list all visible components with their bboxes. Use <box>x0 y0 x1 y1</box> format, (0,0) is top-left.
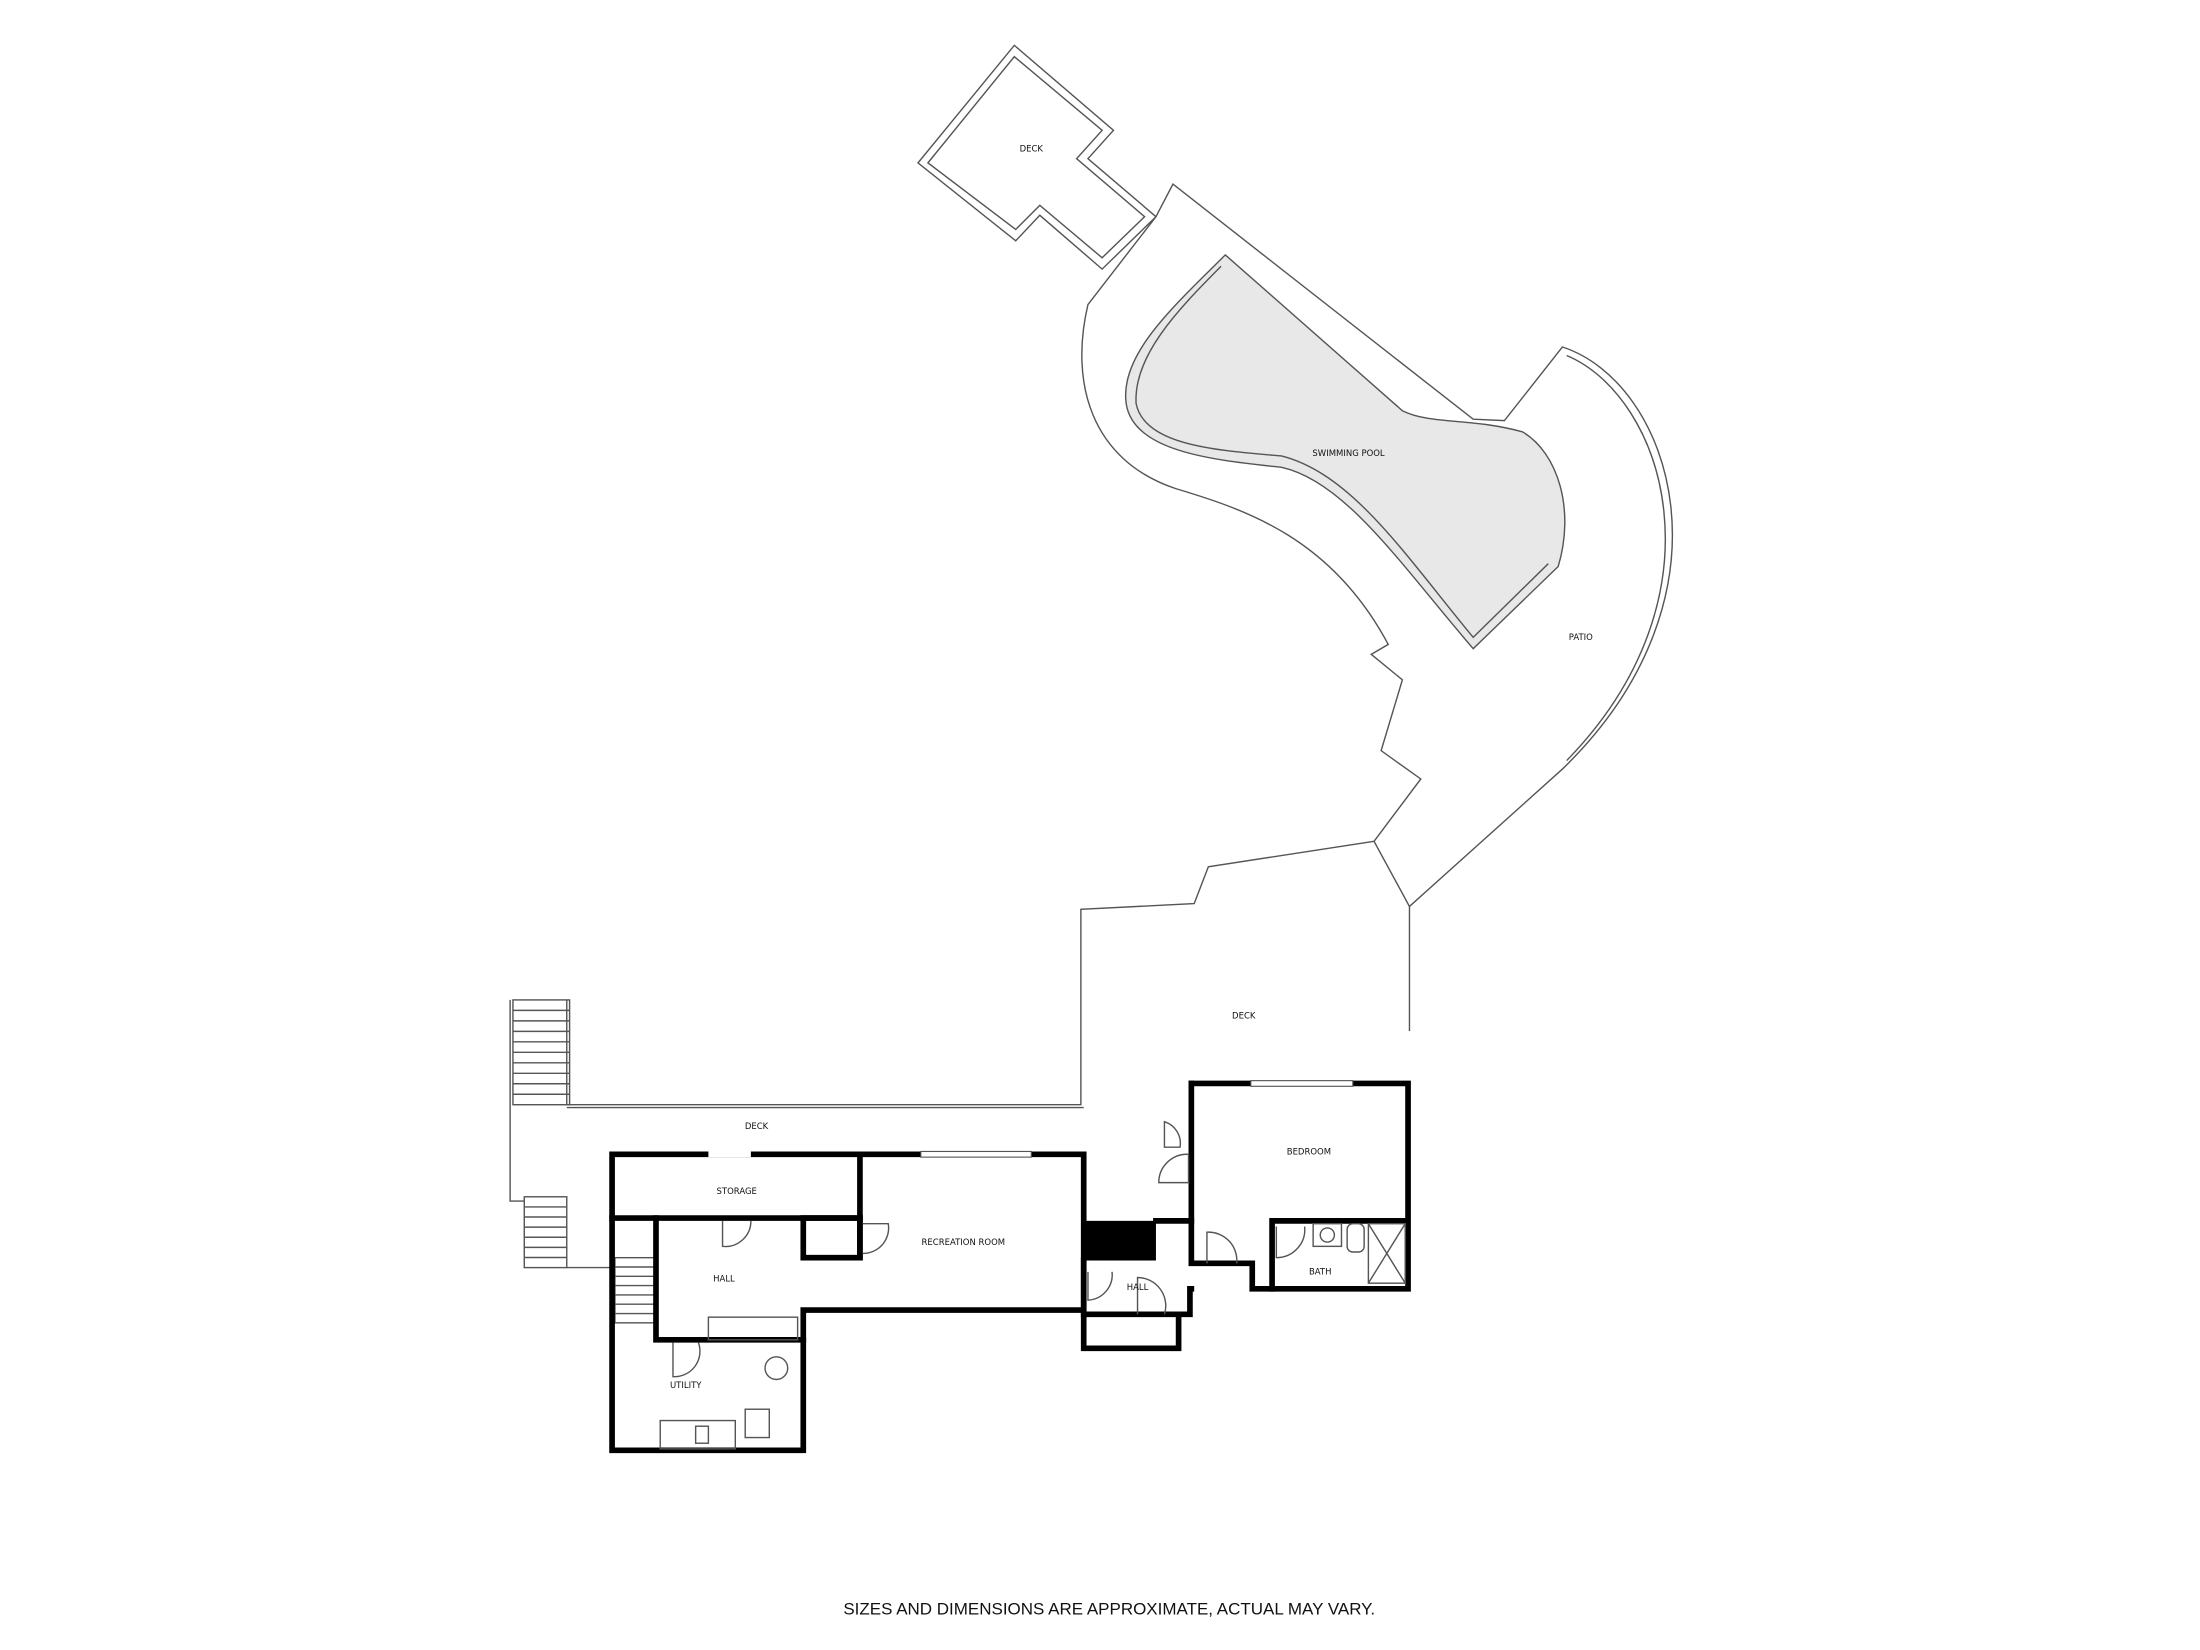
room-label-storage: STORAGE <box>717 1187 757 1197</box>
fixtures <box>659 1222 1406 1450</box>
chimney-block <box>1083 1220 1156 1261</box>
room-label-hall-left: HALL <box>713 1275 735 1285</box>
room-label-deck-top: DECK <box>1020 145 1044 155</box>
windows <box>708 1080 1354 1158</box>
room-label-recreation-room: RECREATION ROOM <box>922 1238 1006 1248</box>
room-label-deck-lower: DECK <box>745 1122 769 1132</box>
stairs-lower <box>523 1196 568 1269</box>
doors <box>672 1120 1306 1378</box>
room-label-patio: PATIO <box>1569 633 1593 643</box>
deck-middle-area <box>509 840 1411 1269</box>
room-label-deck-middle: DECK <box>1232 1011 1256 1021</box>
room-label-bedroom: BEDROOM <box>1287 1147 1331 1157</box>
swimming-pool-shape <box>1124 253 1566 650</box>
deck-top-area <box>917 44 1157 271</box>
patio-area <box>1081 183 1674 908</box>
disclaimer-text: SIZES AND DIMENSIONS ARE APPROXIMATE, AC… <box>843 1600 1375 1619</box>
room-label-hall-center: HALL <box>1127 1283 1149 1293</box>
room-label-swimming-pool: SWIMMING POOL <box>1312 449 1385 459</box>
room-label-bath: BATH <box>1309 1268 1332 1278</box>
walls <box>609 1080 1411 1454</box>
room-label-utility: UTILITY <box>670 1381 702 1391</box>
